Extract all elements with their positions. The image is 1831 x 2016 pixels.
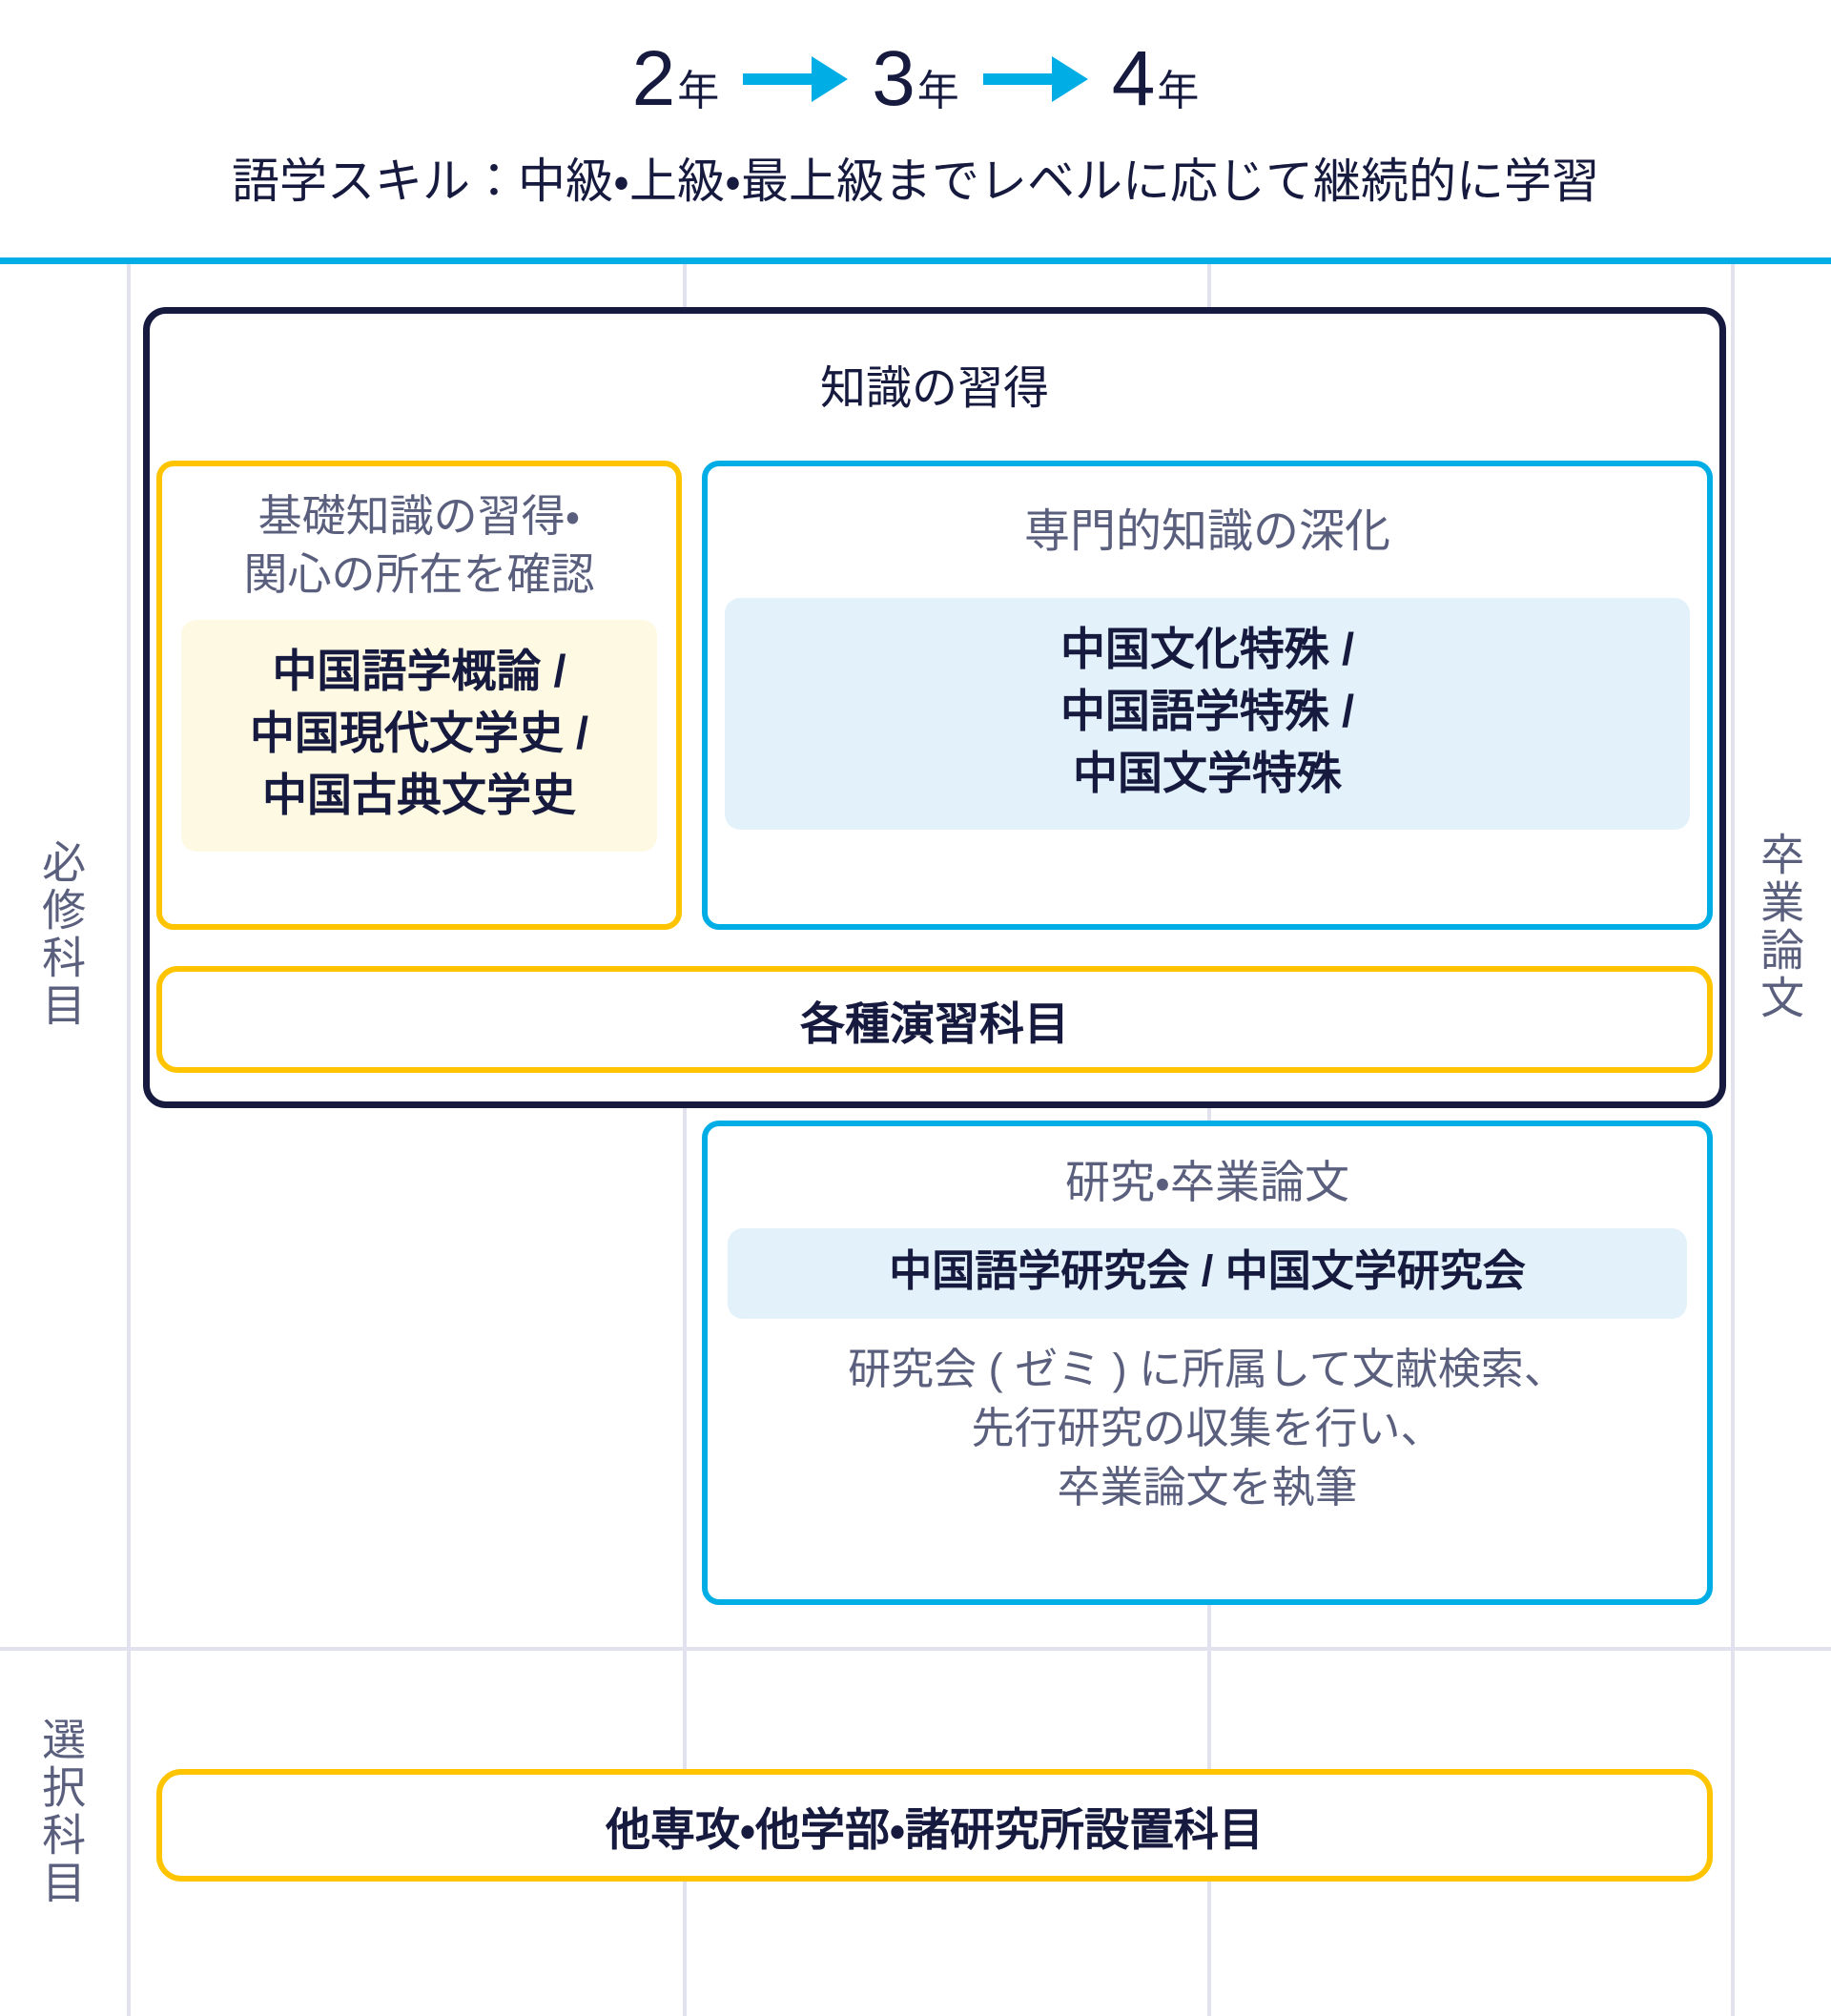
sidebar-label-elective-courses: 選択科目 — [36, 1717, 87, 1907]
grid-line-horizontal — [0, 1647, 1831, 1651]
basic-knowledge-box: 基礎知識の習得・ 関心の所在を確認 中国語学概論 / 中国現代文学史 / 中国古… — [156, 461, 682, 930]
sidebar-label-graduation-thesis: 卒業論文 — [1755, 832, 1805, 1022]
year-label-3: 3 年 — [872, 40, 959, 118]
advanced-knowledge-course-list: 中国文化特殊 / 中国語学特殊 / 中国文学特殊 — [725, 598, 1690, 830]
research-thesis-description: 研究会 ( ゼミ ) に所属して文献検索、 先行研究の収集を行い、 卒業論文を執… — [848, 1344, 1567, 1512]
advanced-knowledge-box: 専門的知識の深化 中国文化特殊 / 中国語学特殊 / 中国文学特殊 — [702, 461, 1713, 930]
grid-line-1 — [127, 264, 131, 2016]
year-progression: 2 年 3 年 4 年 — [0, 27, 1831, 132]
year-unit-3: 年 — [916, 68, 959, 114]
knowledge-acquisition-title: 知識の習得 — [819, 363, 1049, 414]
elective-courses-bar: 他専攻・他学部・諸研究所設置科目 — [156, 1769, 1713, 1882]
year-unit-4: 年 — [1157, 68, 1200, 114]
header-divider-rule — [0, 257, 1831, 264]
year-unit-2: 年 — [677, 68, 720, 114]
year-label-4: 4 年 — [1112, 40, 1200, 118]
year-number-2: 2 — [631, 35, 676, 122]
arrow-right-icon-2 — [959, 53, 1112, 105]
basic-knowledge-course-list: 中国語学概論 / 中国現代文学史 / 中国古典文学史 — [181, 620, 657, 853]
grid-line-4 — [1731, 264, 1735, 2016]
basic-knowledge-heading: 基礎知識の習得・ 関心の所在を確認 — [243, 491, 595, 599]
arrow-right-icon-1 — [719, 53, 872, 105]
research-thesis-heading: 研究・卒業論文 — [1065, 1157, 1349, 1207]
research-thesis-box: 研究・卒業論文 中国語学研究会 / 中国文学研究会 研究会 ( ゼミ ) に所属… — [702, 1121, 1713, 1605]
grid-line-2 — [683, 264, 687, 2016]
sidebar-label-required-courses: 必修科目 — [36, 839, 87, 1030]
year-number-3: 3 — [872, 35, 916, 122]
advanced-knowledge-heading: 専門的知識の深化 — [1023, 506, 1390, 557]
year-number-4: 4 — [1111, 35, 1156, 122]
year-label-2: 2 年 — [632, 40, 720, 118]
language-skill-subtitle: 語学スキル：中級・上級・最上級までレベルに応じて継続的に学習 — [232, 154, 1599, 208]
seminar-courses-bar: 各種演習科目 — [156, 966, 1713, 1073]
research-seminar-list: 中国語学研究会 / 中国文学研究会 — [728, 1228, 1687, 1319]
